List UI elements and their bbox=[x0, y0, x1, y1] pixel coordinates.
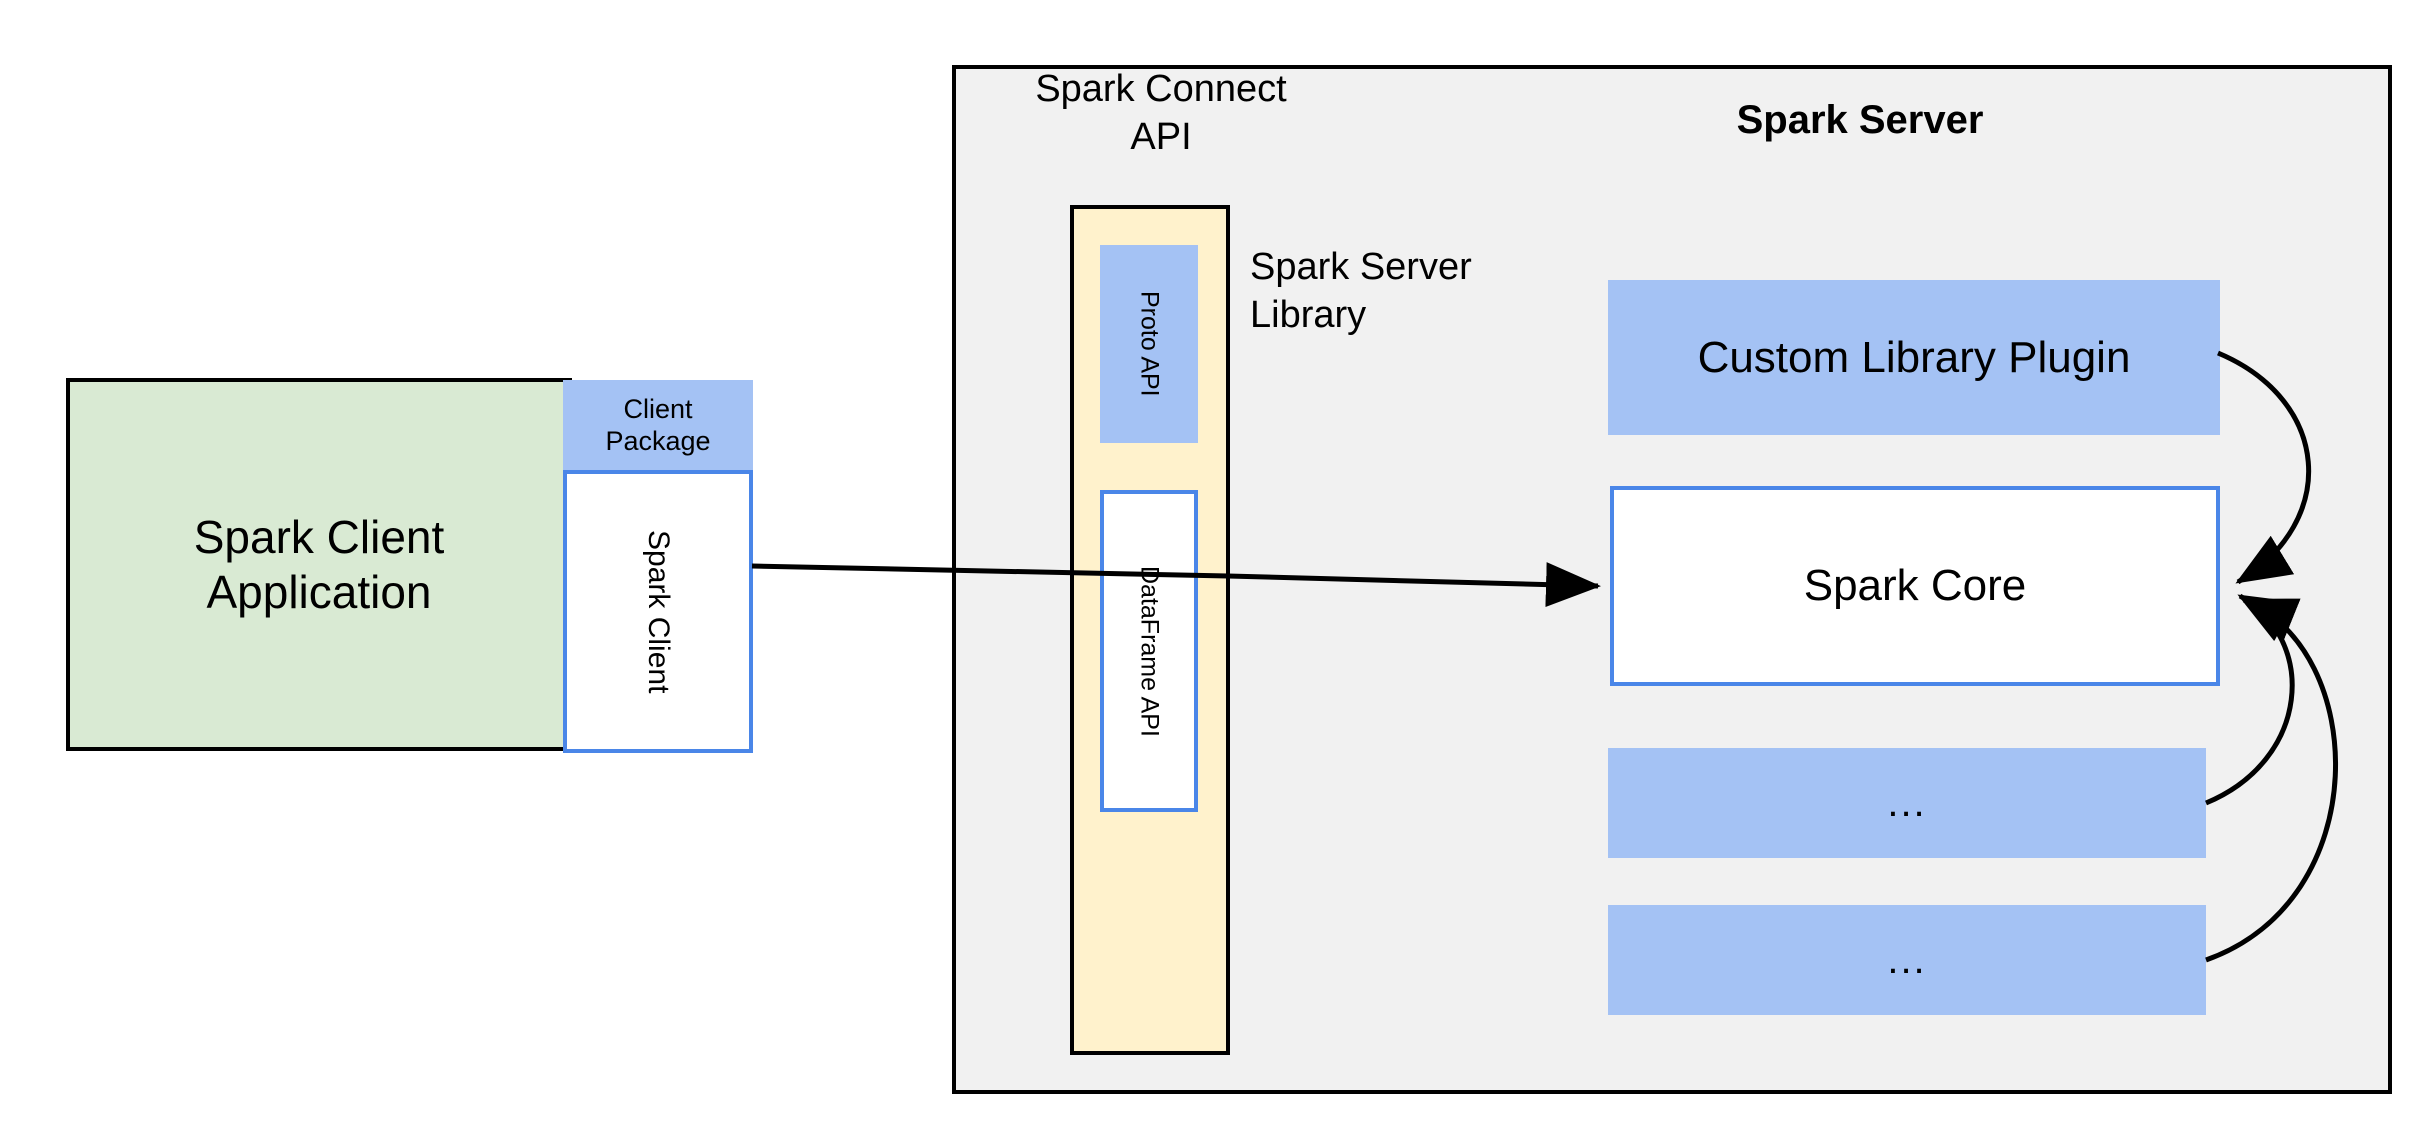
spark-core-label: Spark Core bbox=[1803, 561, 2027, 610]
spark-server-library-label: Spark Server Library bbox=[1250, 246, 1472, 336]
spark-server-title: Spark Server bbox=[1736, 98, 1984, 142]
spark-core-box[interactable]: Spark Core bbox=[1610, 486, 2220, 686]
client-package-box[interactable]: Client Package bbox=[563, 380, 753, 470]
additional-plugin-label-1: ... bbox=[1887, 780, 1927, 825]
spark-client-application-box[interactable]: Spark Client Application bbox=[66, 378, 572, 751]
dataframe-api-label: DataFrame API bbox=[1135, 565, 1164, 737]
spark-client-label: Spark Client bbox=[642, 529, 675, 694]
spark-connect-api-label: Spark Connect API bbox=[1035, 68, 1287, 158]
custom-library-plugin-label: Custom Library Plugin bbox=[1697, 332, 2131, 382]
proto-api-label: Proto API bbox=[1135, 291, 1164, 397]
client-package-label: Client Package bbox=[605, 393, 711, 456]
custom-library-plugin-box[interactable]: Custom Library Plugin bbox=[1608, 280, 2220, 435]
additional-plugin-box-2[interactable]: ... bbox=[1608, 905, 2206, 1015]
spark-client-application-label: Spark Client Application bbox=[193, 511, 445, 618]
proto-api-box[interactable]: Proto API bbox=[1100, 245, 1198, 443]
additional-plugin-label-2: ... bbox=[1887, 937, 1927, 982]
additional-plugin-box-1[interactable]: ... bbox=[1608, 748, 2206, 858]
spark-client-box[interactable]: Spark Client bbox=[563, 470, 753, 753]
dataframe-api-box[interactable]: DataFrame API bbox=[1100, 490, 1198, 812]
